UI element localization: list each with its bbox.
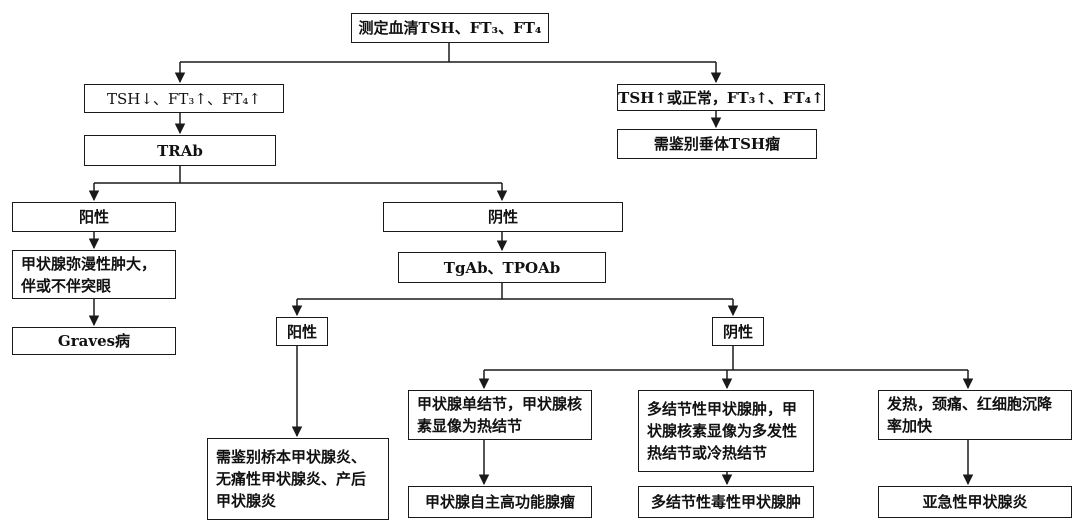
node-single-nodule-label: 甲状腺单结节，甲状腺核素显像为热结节 <box>417 395 583 435</box>
node-tgab-label: TgAb、TPOAb <box>443 258 561 277</box>
node-root-label: 测定血清TSH、FT₃、FT₄ <box>358 19 542 37</box>
node-adenoma-label: 甲状腺自主高功能腺瘤 <box>424 493 575 511</box>
node-root: 测定血清TSH、FT₃、FT₄ <box>351 13 549 43</box>
node-right2-label: 需鉴别垂体TSH瘤 <box>653 135 781 153</box>
node-trab-positive: 阳性 <box>12 202 176 232</box>
node-right1-label: TSH↑或正常，FT₃↑、FT₄↑ <box>618 88 824 107</box>
node-hashimoto: 需鉴别桥本甲状腺炎、无痛性甲状腺炎、产后甲状腺炎 <box>207 438 389 520</box>
node-tg-negative: 阴性 <box>712 317 764 346</box>
node-trab-positive-label: 阳性 <box>78 208 109 226</box>
node-diffuse-label: 甲状腺弥漫性肿大，伴或不伴突眼 <box>21 254 157 295</box>
node-graves-label: Graves病 <box>57 332 131 350</box>
node-left1: TSH↓、FT₃↑、FT₄↑ <box>84 84 284 113</box>
node-graves: Graves病 <box>12 327 176 355</box>
node-toxic-goiter: 多结节性毒性甲状腺肿 <box>638 486 814 518</box>
node-tg-positive: 阳性 <box>276 317 328 346</box>
node-adenoma: 甲状腺自主高功能腺瘤 <box>408 486 592 518</box>
node-tgab: TgAb、TPOAb <box>398 252 606 283</box>
node-tg-negative-label: 阴性 <box>722 322 753 341</box>
node-subacute: 亚急性甲状腺炎 <box>878 486 1072 518</box>
node-multi-nodule-label: 多结节性甲状腺肿，甲状腺核素显像为多发性热结节或冷热结节 <box>647 400 798 462</box>
node-trab-label: TRAb <box>157 141 203 160</box>
node-right1: TSH↑或正常，FT₃↑、FT₄↑ <box>617 84 825 111</box>
node-right2: 需鉴别垂体TSH瘤 <box>617 129 817 159</box>
node-fever: 发热，颈痛、红细胞沉降率加快 <box>878 390 1072 440</box>
node-trab-negative-label: 阴性 <box>487 208 518 226</box>
node-tg-positive-label: 阳性 <box>286 322 317 341</box>
node-diffuse: 甲状腺弥漫性肿大，伴或不伴突眼 <box>12 250 176 299</box>
node-trab: TRAb <box>84 135 276 166</box>
node-left1-label: TSH↓、FT₃↑、FT₄↑ <box>107 89 261 108</box>
node-subacute-label: 亚急性甲状腺炎 <box>922 493 1028 511</box>
node-fever-label: 发热，颈痛、红细胞沉降率加快 <box>887 395 1053 435</box>
node-single-nodule: 甲状腺单结节，甲状腺核素显像为热结节 <box>408 390 592 440</box>
node-multi-nodule: 多结节性甲状腺肿，甲状腺核素显像为多发性热结节或冷热结节 <box>638 390 814 472</box>
node-toxic-goiter-label: 多结节性毒性甲状腺肿 <box>650 493 801 511</box>
node-trab-negative: 阴性 <box>383 202 623 232</box>
node-hashimoto-label: 需鉴别桥本甲状腺炎、无痛性甲状腺炎、产后甲状腺炎 <box>216 448 367 510</box>
